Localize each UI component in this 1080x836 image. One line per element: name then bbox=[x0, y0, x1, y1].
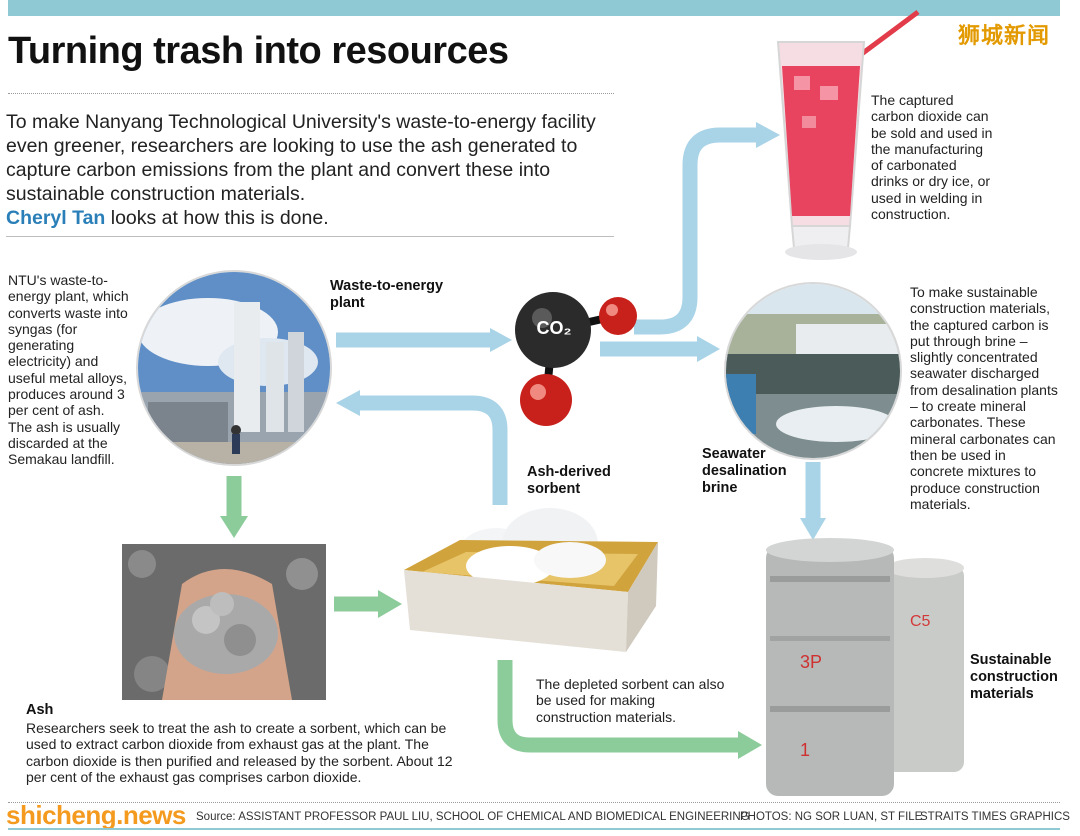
footer-divider bbox=[8, 802, 1060, 803]
label-ash: Ash bbox=[26, 702, 54, 718]
bottom-accent-bar bbox=[8, 828, 1060, 830]
ash-description-text: Researchers seek to treat the ash to cre… bbox=[26, 720, 453, 785]
captured-co2-text: The captured carbon dioxide can be sold … bbox=[871, 92, 993, 223]
page-title: Turning trash into resources bbox=[8, 30, 509, 72]
footer-credit: STRAITS TIMES GRAPHICS bbox=[920, 811, 1070, 823]
oxygen-atom-bottom bbox=[520, 374, 572, 426]
carbon-atom bbox=[515, 292, 591, 368]
oxygen-atom-right bbox=[599, 297, 637, 335]
top-accent-bar bbox=[8, 0, 1060, 16]
co2-label: CO₂ bbox=[536, 318, 572, 338]
arrow-sorbent-to-materials bbox=[497, 660, 740, 753]
title-divider bbox=[8, 93, 614, 94]
intro-tail: looks at how this is done. bbox=[105, 207, 329, 229]
ntu-plant-text: NTU's waste-to-energy plant, which conve… bbox=[8, 272, 129, 468]
depleted-sorbent-text: The depleted sorbent can also be used fo… bbox=[536, 676, 725, 725]
sorbent-tray-photo bbox=[404, 508, 658, 652]
label-sustainable-construction-materials: Sustainable construction materials bbox=[970, 652, 1058, 702]
author-name: Cheryl Tan bbox=[6, 207, 106, 229]
carbonated-drink-photo bbox=[776, 9, 920, 260]
logo-text: 狮城新闻 bbox=[958, 23, 1051, 48]
footer-photos: PHOTOS: NG SOR LUAN, ST FILE bbox=[740, 811, 923, 823]
construction-cylinders-photo: C5 3P 1 bbox=[766, 538, 964, 796]
svg-text:3P: 3P bbox=[800, 652, 822, 672]
intro-divider bbox=[6, 236, 614, 237]
co2-molecule bbox=[515, 292, 637, 426]
arrow-co2-to-drink bbox=[634, 127, 758, 335]
plant-photo bbox=[136, 270, 332, 466]
arrow-sorbent-to-plant bbox=[358, 395, 508, 505]
label-seawater-desalination-brine: Seawater desalination brine bbox=[702, 446, 787, 496]
label-ash-derived-sorbent: Ash-derived sorbent bbox=[527, 464, 611, 497]
label-waste-to-energy-plant: Waste-to-energy plant bbox=[330, 278, 444, 311]
sustainable-materials-text: To make sustainable construction materia… bbox=[910, 284, 1058, 512]
desalination-brine-photo bbox=[724, 282, 902, 460]
ash-photo bbox=[122, 544, 326, 700]
intro-paragraph: To make Nanyang Technological University… bbox=[6, 110, 616, 230]
footer-source: Source: ASSISTANT PROFESSOR PAUL LIU, SC… bbox=[196, 811, 750, 823]
intro-text: To make Nanyang Technological University… bbox=[6, 111, 596, 205]
svg-text:C5: C5 bbox=[910, 613, 931, 630]
watermark: shicheng.news bbox=[6, 800, 186, 830]
svg-text:1: 1 bbox=[800, 740, 810, 760]
